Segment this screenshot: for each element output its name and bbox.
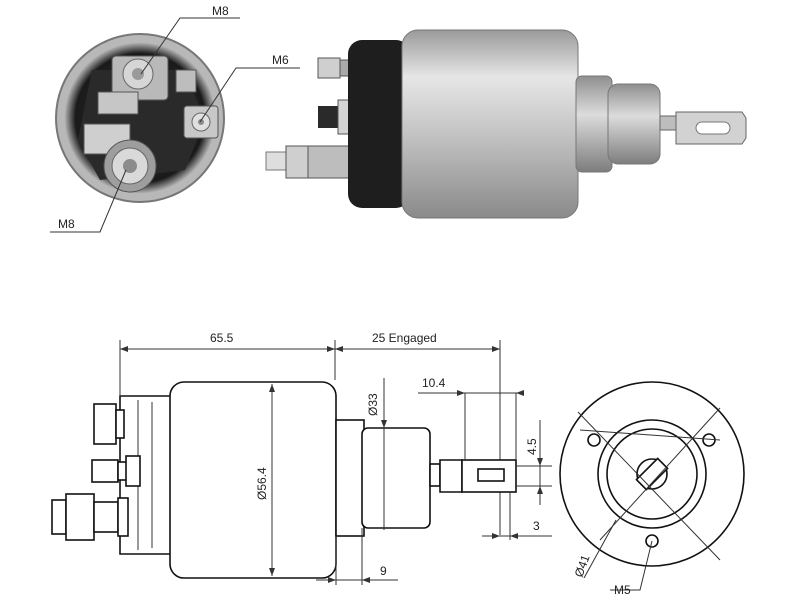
terminal-cap-photo: M8 M6 M8 [50, 4, 300, 233]
m8-bottom-terminal [83, 123, 157, 193]
callout-line-m8-top [140, 17, 240, 75]
dim-tab-hole: 4.5 [525, 438, 539, 455]
dim-bolt-circle: Ø41 [572, 553, 593, 579]
dim-stroke: 25 Engaged [372, 331, 437, 345]
drawing-plunger-housing [335, 419, 365, 537]
m6-terminal [175, 69, 219, 139]
dim-body-length: 65.5 [210, 331, 234, 345]
callout-line-m8-bottom [50, 169, 127, 233]
plunger-housing [575, 75, 613, 173]
callout-line-m6 [199, 67, 300, 123]
dim-body-diameter: Ø56.4 [255, 467, 269, 500]
tab-slot [695, 121, 731, 135]
mount-hole-left [587, 433, 601, 447]
dim-tab-thickness: 3 [533, 519, 540, 533]
m8-top-terminal [97, 55, 169, 115]
callout-m6: M6 [272, 53, 289, 67]
dim-mount-thread: M5 [614, 583, 631, 597]
solenoid-body [401, 29, 579, 219]
plunger [607, 83, 661, 165]
dim-plunger-offset: 9 [380, 564, 387, 578]
end-view-drawing: Ø41 M5 [559, 381, 745, 597]
terminal-cap [348, 40, 410, 208]
terminal-studs [265, 57, 359, 179]
dim-tab-width: 10.4 [422, 376, 446, 390]
drawing-plunger [361, 427, 431, 529]
dim-plunger-diameter: Ø33 [366, 393, 380, 416]
callout-m8-top: M8 [212, 4, 229, 18]
drawing-body [169, 381, 337, 579]
solenoid-side-photo [265, 29, 747, 219]
side-view-drawing: 65.5 25 Engaged Ø56.4 Ø33 [51, 331, 552, 585]
callout-m8-bottom: M8 [58, 217, 75, 231]
